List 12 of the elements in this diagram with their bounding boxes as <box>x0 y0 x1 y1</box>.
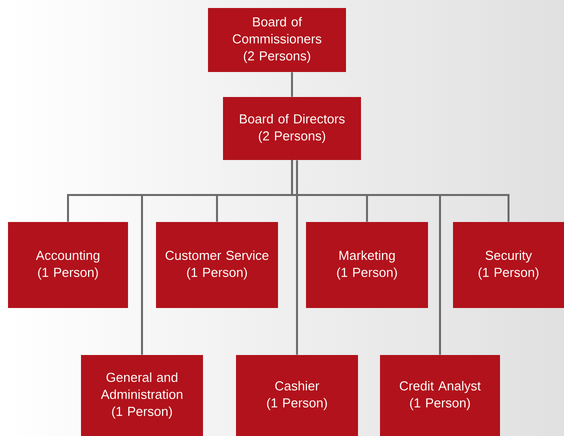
org-box: General and Administration (1 Person) <box>81 355 203 436</box>
org-box: Marketing (1 Person) <box>306 222 428 308</box>
org-box: Cashier (1 Person) <box>236 355 358 436</box>
org-box: Board of Commissioners (2 Persons) <box>208 8 346 72</box>
connector-line <box>291 160 510 222</box>
connector-line <box>291 72 293 97</box>
org-box: Board of Directors (2 Persons) <box>223 97 361 160</box>
org-box: Credit Analyst (1 Person) <box>380 355 500 436</box>
connector-line <box>296 160 298 355</box>
org-box: Security (1 Person) <box>453 222 564 308</box>
org-box: Customer Service (1 Person) <box>156 222 278 308</box>
org-box: Accounting (1 Person) <box>8 222 128 308</box>
